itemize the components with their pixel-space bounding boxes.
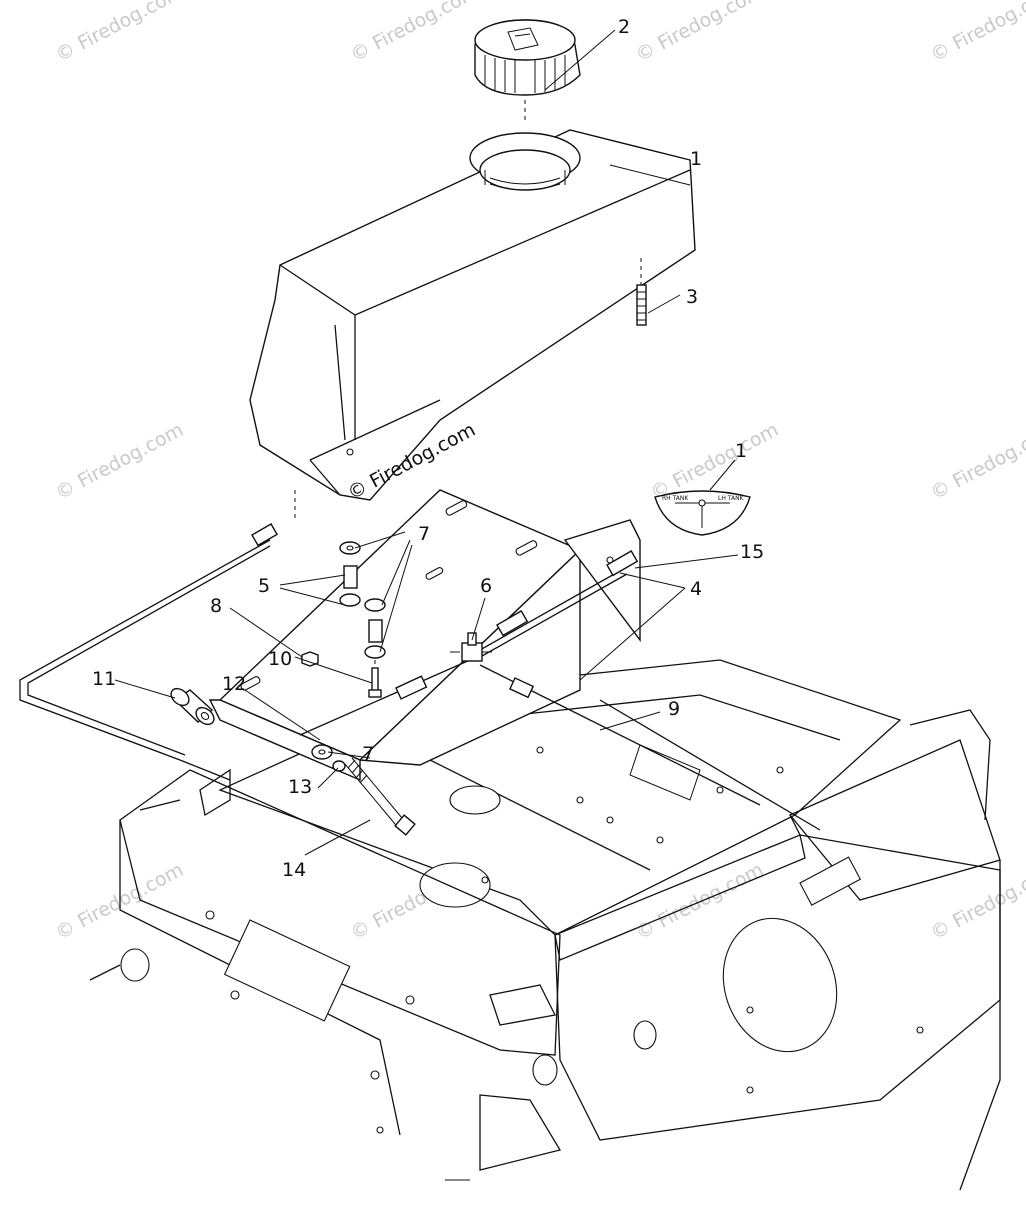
stud — [636, 258, 647, 326]
callout-1: 1 — [690, 148, 702, 170]
callout-4: 4 — [690, 578, 702, 600]
fuel-tank — [249, 100, 696, 501]
fuel-line-left — [19, 490, 296, 781]
callout-selector-1: 1 — [735, 440, 747, 462]
callout-9: 9 — [668, 698, 680, 720]
callout-13: 13 — [288, 776, 312, 798]
hardware-stack — [301, 541, 386, 698]
callout-8: 8 — [210, 595, 222, 617]
watermark: © Firedog.com — [927, 419, 1026, 505]
callout-12: 12 — [222, 673, 246, 695]
bolt-assembly — [311, 744, 416, 836]
watermark: © Firedog.com — [927, 0, 1026, 66]
callout-5: 5 — [258, 575, 270, 597]
callout-2: 2 — [618, 16, 630, 38]
leader-lines — [114, 29, 739, 856]
fuel-lines-right — [299, 550, 761, 806]
watermark: © Firedog.com — [927, 859, 1026, 945]
callout-3: 3 — [686, 286, 698, 308]
callout-14: 14 — [282, 859, 306, 881]
watermark: © Firedog.com — [52, 0, 187, 66]
fuel-cap — [474, 19, 581, 96]
callout-15: 15 — [740, 541, 764, 563]
watermark: © Firedog.com — [632, 0, 767, 66]
spacer — [170, 687, 215, 726]
callout-10: 10 — [268, 648, 292, 670]
watermark: © Firedog.com — [347, 0, 482, 66]
callout-6: 6 — [480, 575, 492, 597]
selector-right-label: LH TANK — [718, 495, 745, 502]
callout-7-upper: 7 — [418, 523, 430, 545]
selector-left-label: RH TANK — [662, 495, 689, 502]
selector-label: RH TANK LH TANK — [654, 490, 751, 536]
callout-11: 11 — [92, 668, 116, 690]
callout-7-lower: 7 — [362, 743, 374, 765]
watermark: © Firedog.com — [52, 419, 187, 505]
callouts: 1 2 3 4 5 6 7 7 8 9 10 11 12 13 14 15 1 — [92, 16, 764, 881]
frame — [89, 659, 1001, 1191]
